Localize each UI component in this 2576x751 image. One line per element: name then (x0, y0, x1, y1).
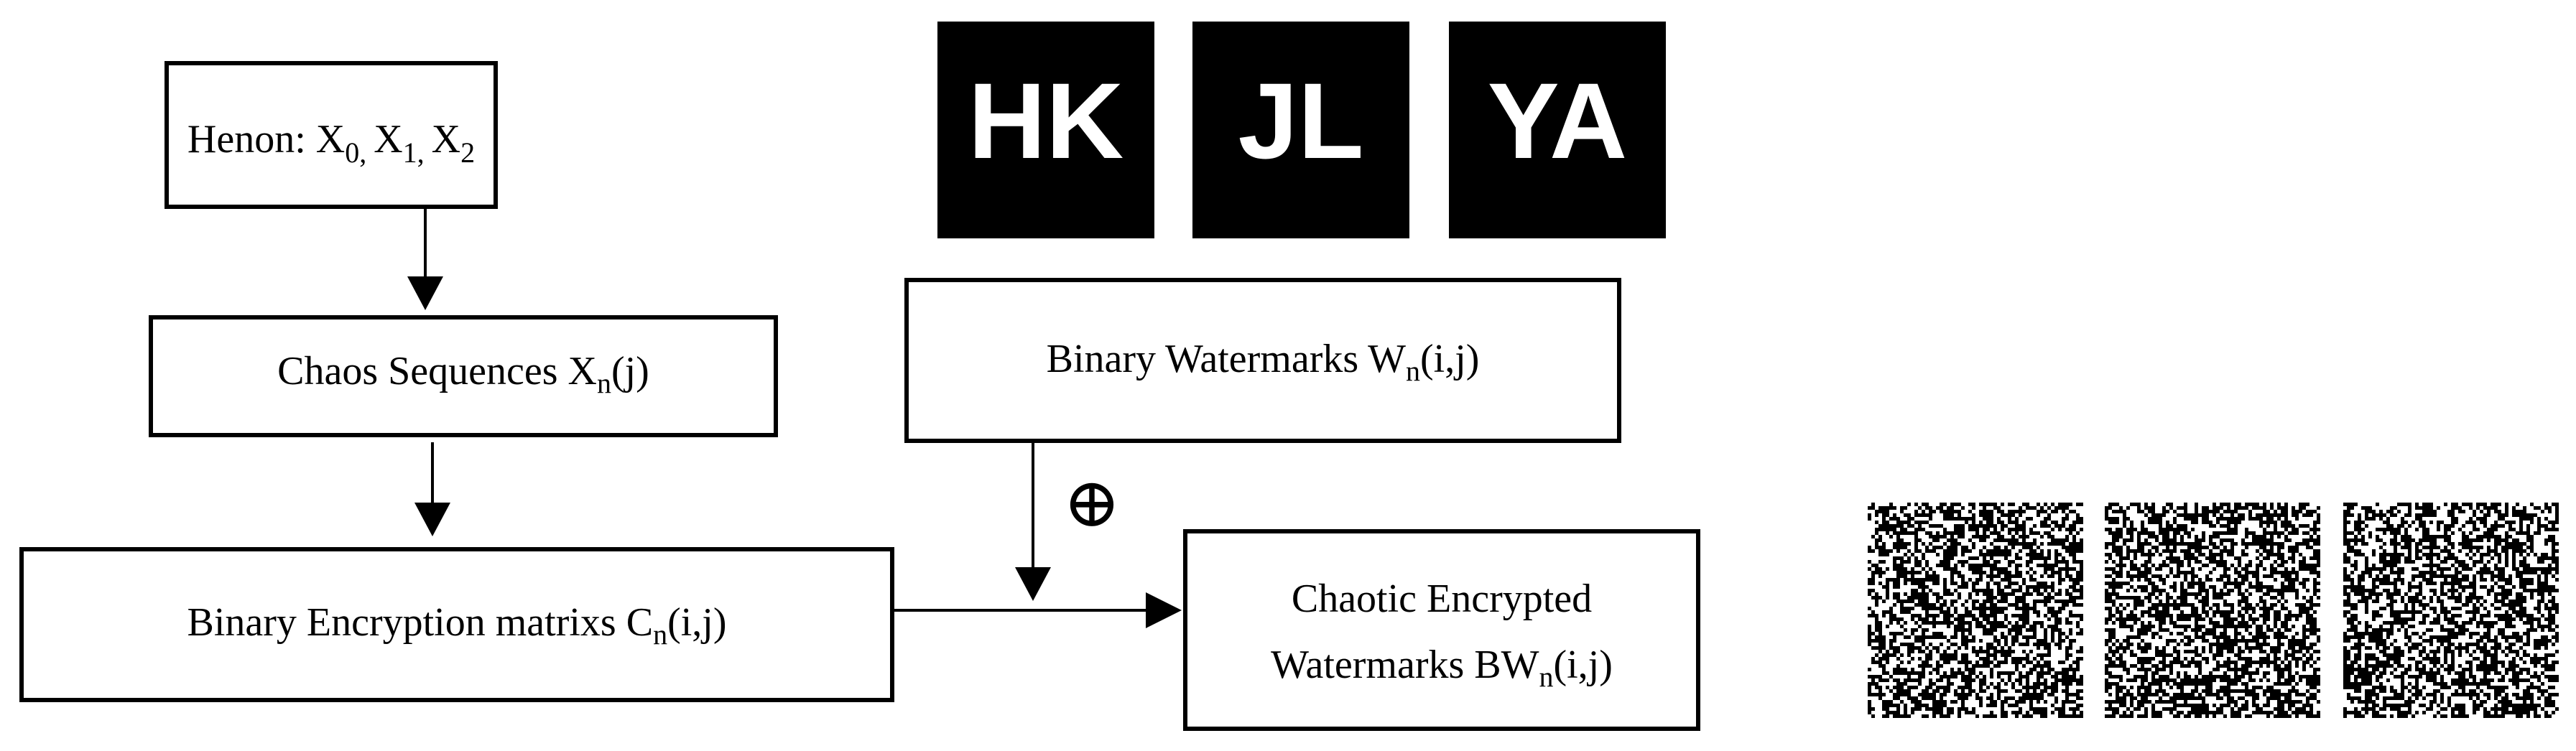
watermark-image-hk: HK (937, 22, 1154, 238)
arrowhead-henon-to-chaos (407, 276, 443, 310)
binary-encryption-label: Binary Encryption matrixs Cn(i,j) (187, 600, 727, 650)
encrypted-image-3 (2343, 503, 2559, 718)
binary-watermarks-label: Binary Watermarks Wn(i,j) (1047, 337, 1480, 387)
watermark-image-jl: JL (1192, 22, 1409, 238)
binary-watermarks-node: Binary Watermarks Wn(i,j) (904, 278, 1621, 443)
noise-pattern (1868, 503, 2083, 718)
chaos-sequences-label: Chaos Sequences Xn(j) (277, 349, 649, 399)
chaotic-encrypted-line2: Watermarks BWn(i,j) (1271, 643, 1613, 693)
chaos-sequences-node: Chaos Sequences Xn(j) (149, 315, 778, 437)
henon-node: Henon: X0, X1, X2 (165, 61, 498, 209)
watermark-text-ya: YA (1488, 60, 1628, 181)
encrypted-images (1868, 503, 2559, 718)
xor-symbol: ⊕ (1063, 465, 1121, 541)
watermark-text-jl: JL (1238, 60, 1363, 181)
noise-pattern (2105, 503, 2320, 718)
binary-encryption-node: Binary Encryption matrixs Cn(i,j) (19, 547, 894, 702)
chaotic-encrypted-line1: Chaotic Encrypted (1292, 577, 1592, 621)
henon-label: Henon: X0, X1, X2 (187, 117, 475, 169)
encrypted-image-2 (2105, 503, 2320, 718)
chaotic-encrypted-node: Chaotic Encrypted Watermarks BWn(i,j) (1183, 529, 1700, 731)
arrowhead-encryption-to-output (1146, 592, 1182, 628)
arrowhead-chaos-to-encryption (414, 503, 450, 536)
watermark-image-ya: YA (1449, 22, 1666, 238)
arrowhead-watermarks-to-junction (1015, 567, 1051, 601)
encrypted-image-1 (1868, 503, 2083, 718)
noise-pattern (2343, 503, 2559, 718)
watermark-text-hk: HK (968, 60, 1124, 181)
